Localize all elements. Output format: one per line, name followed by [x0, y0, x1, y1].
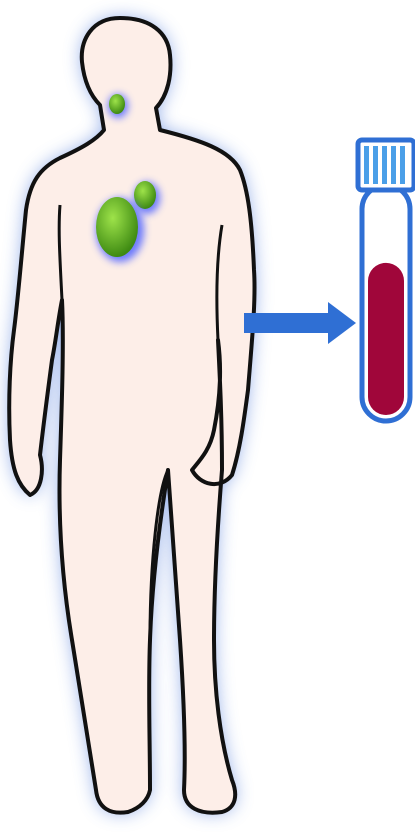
arrow-shaft — [244, 313, 330, 333]
blood-tube-icon — [358, 140, 414, 421]
arrow-head — [328, 302, 356, 344]
chest-small-nodule-icon — [134, 181, 156, 209]
tube-cap — [358, 140, 414, 190]
human-body-silhouette — [9, 18, 254, 813]
blood-fill — [368, 263, 404, 415]
chest-large-nodule-icon — [96, 197, 138, 257]
right-arrow-icon — [244, 302, 356, 344]
neck-nodule-icon — [109, 94, 125, 114]
